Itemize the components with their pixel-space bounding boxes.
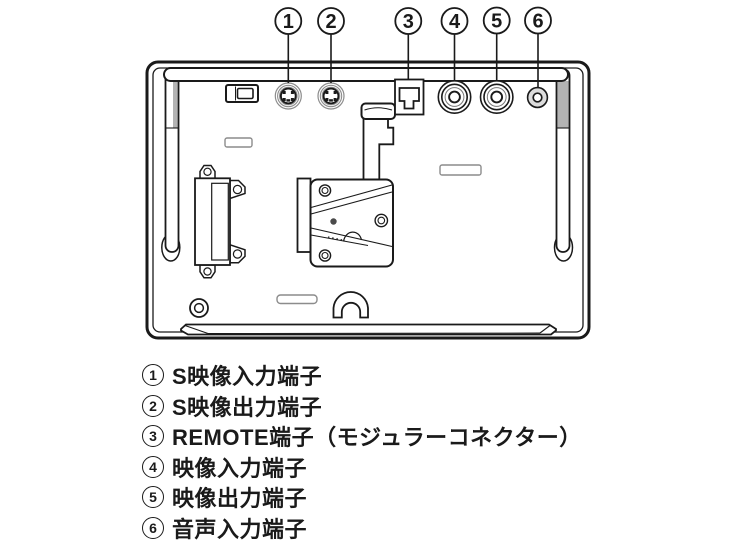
callout-5: 5 [482,6,511,35]
legend-item-1: 1 S映像入力端子 [142,360,582,391]
callout-1-number: 1 [283,11,294,33]
right-handle-strut [553,68,574,262]
s-video-output-jack [317,82,345,110]
legend-number-5: 5 [142,486,164,509]
legend-item-5: 5 映像出力端子 [142,482,582,513]
tripod-screw-hole [189,298,209,318]
battery-bracket [194,164,246,279]
rear-panel-diagram: 1 2 3 4 5 6 [145,6,591,340]
video-output-jack [479,79,514,115]
callout-6-number: 6 [532,11,543,33]
legend-label-6: 音声入力端子 [172,516,308,542]
legend-number-1: 1 [142,364,164,387]
legend-item-2: 2 S映像出力端子 [142,391,582,422]
stand-bar [180,323,557,336]
legend-label-4: 映像入力端子 [172,455,308,481]
callout-1: 1 [274,7,303,35]
legend-label-2: S映像出力端子 [172,394,323,420]
legend-item-3: 3 REMOTE端子（モジュラーコネクター） [142,421,582,452]
callout-3-number: 3 [403,11,414,33]
callout-2-number: 2 [325,11,336,33]
callout-4-number: 4 [449,11,461,33]
legend-number-2: 2 [142,394,164,417]
audio-input-jack [526,86,549,109]
callout-4: 4 [440,7,469,35]
legend-label-3: REMOTE端子（モジュラーコネクター） [172,425,582,451]
legend-item-6: 6 音声入力端子 [142,513,582,544]
callout-3: 3 [394,7,423,35]
mode-switch [225,84,259,103]
vent-slot-bottom [276,294,318,305]
callout-leader-lines [287,33,539,88]
s-video-input-jack [274,82,302,110]
legend-number-4: 4 [142,455,164,478]
mount-plate [296,177,394,268]
cord-hook [332,291,369,319]
legend-number-3: 3 [142,425,164,448]
legend-number-6: 6 [142,516,164,539]
legend-item-4: 4 映像入力端子 [142,452,582,483]
remote-modular-jack [394,78,425,116]
legend-label-5: 映像出力端子 [172,486,308,512]
callout-5-number: 5 [491,11,502,33]
callout-6: 6 [524,6,552,35]
connector-legend: 1 S映像入力端子 2 S映像出力端子 3 REMOTE端子（モジュラーコネクタ… [142,360,582,543]
video-input-jack [437,79,472,115]
legend-label-1: S映像入力端子 [172,364,323,390]
vent-slot-right [439,164,482,176]
vent-slot-left [224,137,253,148]
top-handle-bar [163,67,569,82]
callout-2: 2 [317,7,345,35]
